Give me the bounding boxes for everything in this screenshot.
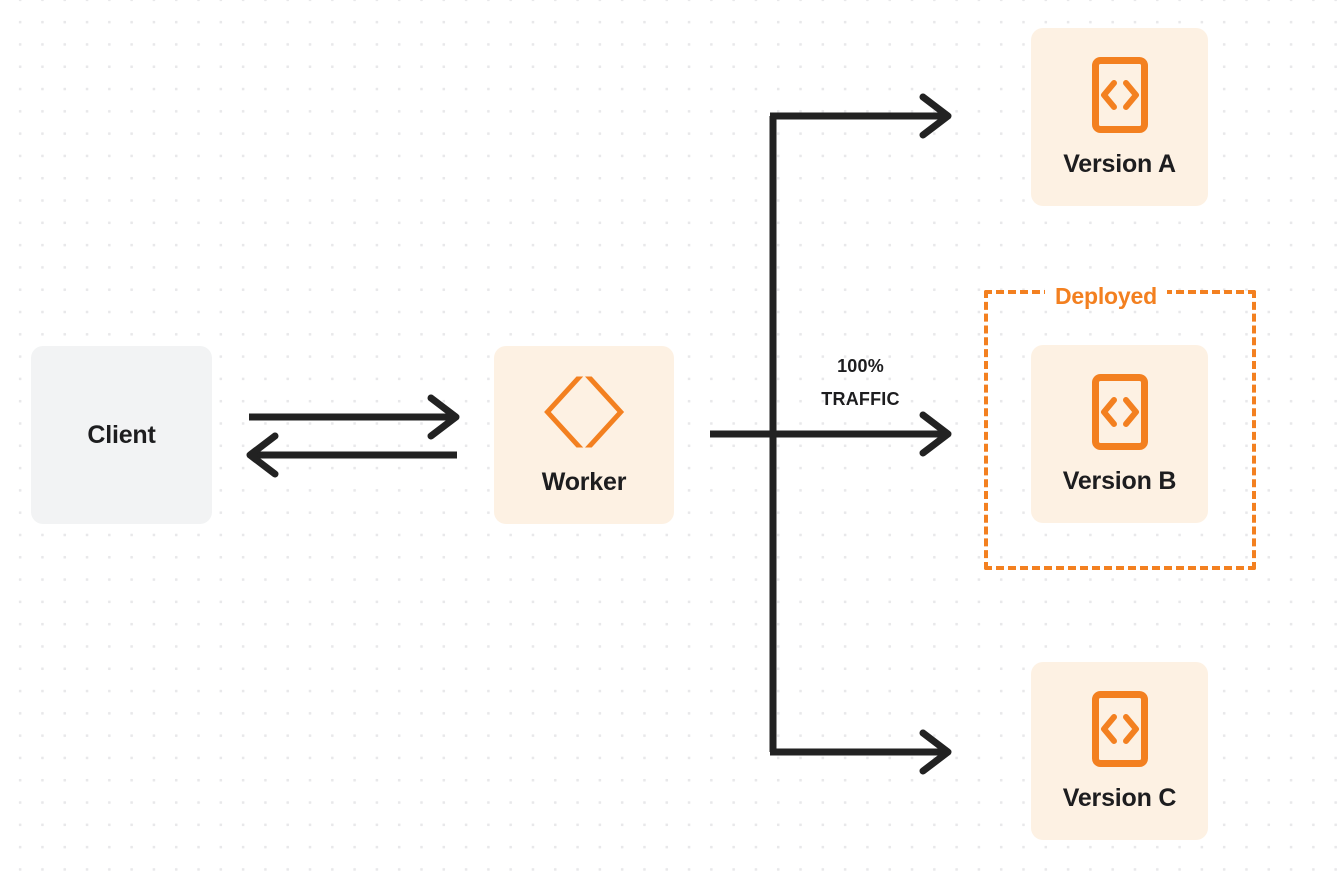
node-version-a-label: Version A (1063, 149, 1176, 178)
traffic-percent: 100% (837, 356, 884, 376)
edge-client-to-worker (249, 394, 460, 440)
edge-worker-to-client (246, 432, 457, 478)
node-client-label: Client (87, 420, 156, 449)
edge-trunk-to-version-a (770, 93, 952, 139)
node-client[interactable]: Client (31, 346, 212, 524)
node-version-b-label: Version B (1062, 466, 1177, 495)
node-version-c[interactable]: Version C (1031, 662, 1208, 840)
edge-trunk-to-version-c (770, 729, 952, 775)
node-version-c-label: Version C (1062, 783, 1177, 812)
code-brackets-icon (1091, 690, 1149, 768)
node-version-b[interactable]: Version B (1031, 345, 1208, 523)
traffic-word: TRAFFIC (821, 389, 900, 410)
node-worker-label: Worker (541, 467, 627, 496)
node-version-a[interactable]: Version A (1031, 28, 1208, 206)
group-deployed-label: Deployed (1045, 285, 1167, 308)
cloudflare-workers-logo-icon (541, 374, 627, 450)
traffic-split-label: 100% TRAFFIC (788, 350, 933, 417)
code-brackets-icon (1091, 373, 1149, 451)
edge-trunk-to-version-b (770, 411, 952, 457)
node-worker[interactable]: Worker (494, 346, 674, 524)
code-brackets-icon (1091, 56, 1149, 134)
